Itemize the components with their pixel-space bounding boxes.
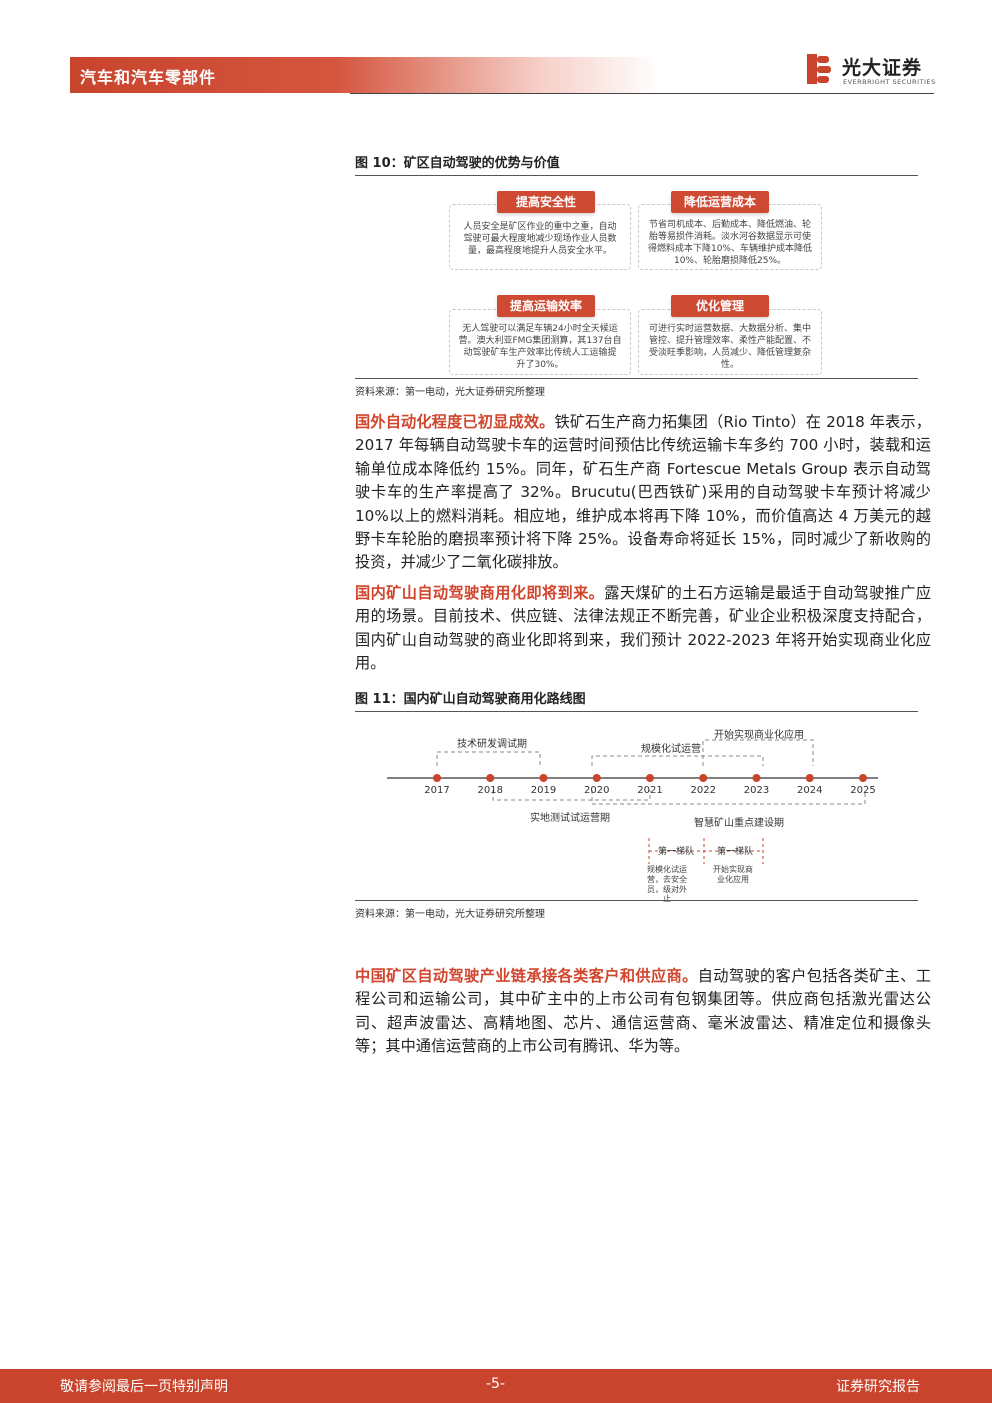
- label-tier-2: 第一梯队: [717, 845, 753, 857]
- tier-note-line: 规模化试运: [647, 864, 687, 874]
- tier-note-line: 营，去安全: [647, 874, 687, 884]
- year-label: 2025: [850, 785, 875, 796]
- paragraph-lead: 国外自动化程度已初显成效。: [355, 413, 555, 431]
- bracket-field-test: [492, 790, 651, 801]
- timeline-dot-2020: [592, 774, 601, 782]
- label-smart-mine: 智慧矿山重点建设期: [694, 816, 784, 829]
- card-line: 量，最高程度地提升人员安全水平。: [467, 246, 612, 256]
- year-label: 2023: [744, 785, 769, 796]
- header-band: [70, 57, 660, 93]
- year-label: 2017: [424, 785, 449, 796]
- timeline-dot-2025: [859, 774, 867, 782]
- paragraph-domestic: 国内矿山自动驾驶商用化即将到来。露天煤矿的土石方运输是最适于自动驾驶推广应用的场…: [355, 582, 931, 676]
- header-rule: [350, 93, 934, 94]
- logo-english-name: EVERBRIGHT SECURITIES: [843, 78, 936, 86]
- figure-11-roadmap: 2017 2018 2019 2020 2021 2022 2023 2024 2025 技术研…: [387, 728, 878, 902]
- year-labels: 2017 2018 2019 2020 2021 2022 2023 2024 2025: [424, 785, 875, 796]
- figure-11-source: 资料来源：第一电动，光大证券研究所整理: [355, 900, 918, 920]
- card-title-safety: 提高安全性: [497, 191, 595, 213]
- tier-bracket: [648, 838, 764, 864]
- figure-11-caption: 图 11：国内矿山自动驾驶商用化路线图: [355, 688, 918, 712]
- paragraph-body: 露天煤矿的土石方运输是最适于自动驾驶推广应用的场景。目前技术、供应链、法律法规正…: [355, 584, 931, 673]
- card-line: 动驾驶矿车生产效率比传统人工运输提: [463, 348, 617, 358]
- year-label: 2018: [478, 785, 503, 796]
- timeline-dot-2019: [539, 774, 548, 782]
- timeline-markers: [433, 774, 867, 782]
- report-type: 证券研究报告: [836, 1379, 920, 1395]
- paragraph-lead: 国内矿山自动驾驶商用化即将到来。: [355, 584, 605, 602]
- card-line: 无人驾驶可以满足车辆24小时全天候运: [462, 324, 618, 334]
- card-line: 可进行实时运营数据、大数据分析、集中: [648, 324, 811, 334]
- year-label: 2020: [584, 785, 609, 796]
- timeline-dot-2018: [486, 774, 495, 782]
- paragraph-lead: 中国矿区自动驾驶产业链承接各类客户和供应商。: [355, 967, 698, 985]
- card-cost: 节省司机成本、后勤成本、降低燃油、轮 胎等易损件消耗。淡水河谷数据显示可使 得燃…: [638, 204, 822, 270]
- timeline-dot-2021: [646, 774, 654, 782]
- bracket-tech-dev: [436, 751, 541, 766]
- year-label: 2021: [637, 785, 662, 796]
- logo-name: 光大证券: [842, 57, 923, 79]
- card-line: 营。澳大利亚FMG集团测算，其137台自: [458, 336, 622, 346]
- label-tier-1: 第一梯队: [658, 845, 694, 857]
- card-title-management: 优化管理: [671, 295, 769, 317]
- paragraph-body: 自动驾驶的客户包括各类矿主、工程公司和运输公司，其中矿主中的上市公司有包钢集团等…: [355, 967, 931, 1056]
- year-label: 2024: [797, 785, 822, 796]
- timeline-dot-2024: [805, 774, 814, 782]
- card-management: 可进行实时运营数据、大数据分析、集中 管控、提升管理效率、柔性产能配置、不 受淡…: [638, 309, 822, 375]
- card-line: 受淡旺季影响，人员减少、降低管理复杂: [648, 348, 811, 358]
- page-number: -5-: [486, 1376, 506, 1392]
- footer-band: [0, 1369, 992, 1403]
- figure-10-source: 资料来源：第一电动，光大证券研究所整理: [355, 378, 918, 398]
- card-line: 升了30%。: [516, 360, 564, 370]
- everbright-logo-icon: [807, 54, 831, 84]
- tier-note-line: 开始实现商: [713, 864, 753, 874]
- paragraph-industry-chain: 中国矿区自动驾驶产业链承接各类客户和供应商。自动驾驶的客户包括各类矿主、工程公司…: [355, 965, 931, 1059]
- tier-note-line: 业化应用: [717, 874, 749, 884]
- card-efficiency: 无人驾驶可以满足车辆24小时全天候运 营。澳大利亚FMG集团测算，其137台自 …: [449, 309, 631, 375]
- bracket-smart-mine: [591, 790, 866, 805]
- card-title-cost: 降低运营成本: [671, 191, 769, 213]
- tier-note-line: 员，级对外: [647, 884, 687, 894]
- year-label: 2019: [531, 785, 556, 796]
- label-commercial: 开始实现商业化应用: [714, 728, 804, 741]
- timeline-dot-2023: [752, 774, 761, 782]
- paragraph-overseas: 国外自动化程度已初显成效。铁矿石生产商力拓集团（Rio Tinto）在 2018…: [355, 411, 931, 575]
- year-label: 2022: [691, 785, 716, 796]
- footer-disclaimer: 敬请参阅最后一页特别声明: [60, 1379, 228, 1395]
- paragraph-body: 铁矿石生产商力拓集团（Rio Tinto）在 2018 年表示，2017 年每辆…: [355, 413, 931, 572]
- card-line: 驾驶可最大程度地减少现场作业人员数: [463, 234, 617, 244]
- tier-note-line: 止: [663, 893, 671, 902]
- card-line: 管控、提升管理效率、柔性产能配置、不: [648, 336, 811, 346]
- timeline-dot-2017: [433, 774, 441, 782]
- bracket-scale-trial: [591, 755, 764, 766]
- label-scale-trial: 规模化试运营: [641, 742, 701, 755]
- card-line: 性。: [720, 360, 739, 370]
- card-safety: 人员安全是矿区作业的重中之重，自动 驾驶可最大程度地减少现场作业人员数 量，最高…: [449, 204, 631, 270]
- card-line: 得燃料成本下降10%、车辆维护成本降低: [647, 244, 812, 254]
- figure-10-caption: 图 10：矿区自动驾驶的优势与价值: [355, 152, 918, 176]
- timeline-dot-2022: [699, 774, 708, 782]
- card-line: 节省司机成本、后勤成本、降低燃油、轮: [648, 220, 811, 230]
- label-field-test: 实地测试试运营期: [530, 811, 610, 824]
- card-line: 胎等易损件消耗。淡水河谷数据显示可使: [648, 232, 811, 242]
- bracket-commercial: [702, 739, 814, 766]
- section-title: 汽车和汽车零部件: [80, 68, 217, 87]
- card-title-efficiency: 提高运输效率: [497, 295, 595, 317]
- card-line: 人员安全是矿区作业的重中之重，自动: [463, 222, 617, 232]
- card-line: 10%、轮胎磨损降低25%。: [673, 256, 786, 266]
- label-tech-dev: 技术研发调试期: [457, 737, 527, 750]
